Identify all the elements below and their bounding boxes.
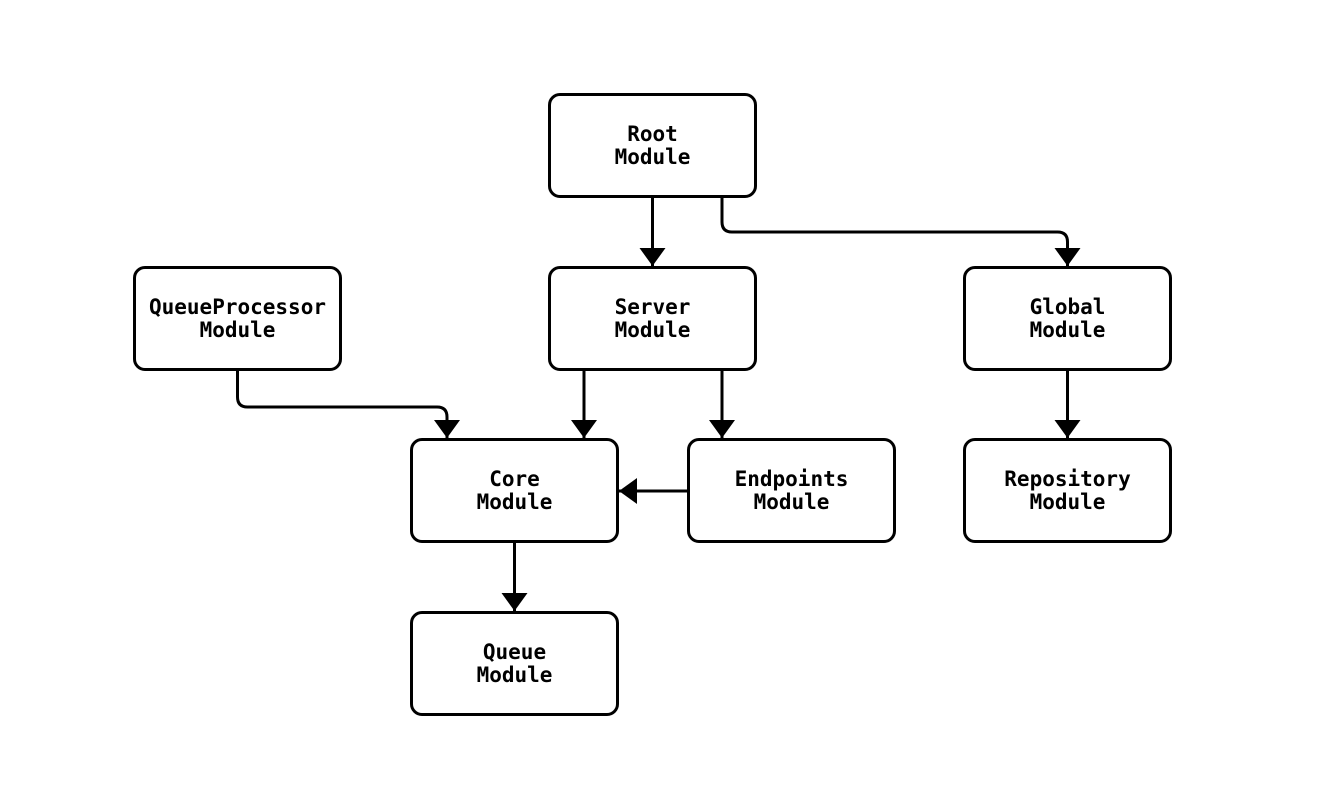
node-queue-module-label: Queue Module [476,639,553,687]
node-core-module-label: Core Module [476,466,553,514]
edge-queueprocessor-to-core [236,371,460,438]
node-core-module: Core Module [410,438,619,543]
node-global-module: Global Module [963,266,1172,371]
node-queue-module: Queue Module [410,611,619,716]
node-endpoints-module: Endpoints Module [687,438,896,543]
node-root-module: Root Module [548,93,757,198]
node-server-module: Server Module [548,266,757,371]
node-repository-module: Repository Module [963,438,1172,543]
edge-root-to-global [720,198,1081,266]
node-repository-module-label: Repository Module [1004,466,1131,514]
node-server-module-label: Server Module [614,294,691,342]
node-global-module-label: Global Module [1029,294,1106,342]
node-endpoints-module-label: Endpoints Module [734,466,849,514]
node-root-module-label: Root Module [614,121,691,169]
node-queueprocessor-module-label: QueueProcessor Module [148,294,326,342]
node-queueprocessor-module: QueueProcessor Module [133,266,342,371]
